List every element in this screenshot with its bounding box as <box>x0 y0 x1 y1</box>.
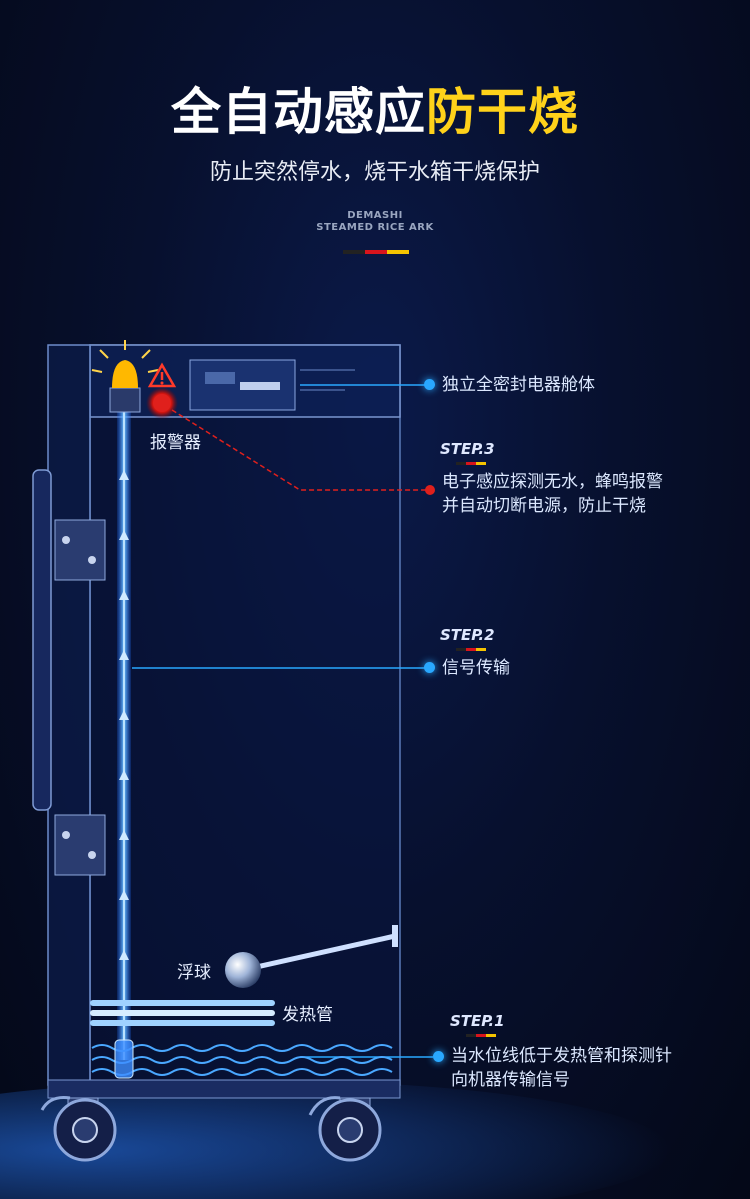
float-ball <box>225 952 261 988</box>
signal-arrows <box>119 470 129 960</box>
step3-text: 电子感应探测无水，蜂鸣报警 并自动切断电源，防止干烧 <box>442 470 663 518</box>
water-waves <box>91 1044 393 1076</box>
step3-line2: 并自动切断电源，防止干烧 <box>442 496 646 516</box>
step1-flag-bar <box>466 1034 496 1037</box>
door-handle <box>32 469 52 811</box>
wheel-right <box>308 1096 382 1162</box>
heating-tubes <box>90 1000 275 1026</box>
step2-text: 信号传输 <box>442 658 510 678</box>
step1-label: STEP.1 <box>450 1012 505 1030</box>
step3-label: STEP.3 <box>440 440 495 458</box>
heating-tube-label: 发热管 <box>282 1005 333 1025</box>
step2-flag-bar <box>456 648 486 651</box>
page-subtitle: 防止突然停水，烧干水箱干烧保护 <box>209 160 540 185</box>
step1-line2: 向机器传输信号 <box>451 1070 570 1090</box>
step3-line1: 电子感应探测无水，蜂鸣报警 <box>442 472 663 492</box>
step2-label: STEP.2 <box>440 626 495 644</box>
brand-name: DEMASHI <box>347 210 403 221</box>
alarm-connector-line <box>171 409 428 491</box>
title-main: 全自动感应 <box>171 83 426 141</box>
float-arm <box>251 933 396 971</box>
cabin-callout-dot <box>424 379 435 390</box>
step2-callout-dot <box>424 662 435 673</box>
step1-callout-dot <box>433 1051 444 1062</box>
float-ball-label: 浮球 <box>177 963 211 983</box>
sealed-cabin-callout: 独立全密封电器舱体 <box>442 375 595 395</box>
step1-text: 当水位线低于发热管和探测针 向机器传输信号 <box>451 1044 672 1092</box>
step1-line1: 当水位线低于发热管和探测针 <box>451 1046 672 1066</box>
step3-flag-bar <box>456 462 486 465</box>
page-title: 全自动感应防干烧 <box>0 80 750 144</box>
brand-block: DEMASHI STEAMED RICE ARK <box>0 210 750 234</box>
water-probe <box>114 1039 134 1079</box>
warning-triangle-icon <box>147 362 177 388</box>
alarm-label: 报警器 <box>150 433 201 453</box>
wheel-left <box>40 1096 117 1162</box>
beacon-light <box>91 340 159 413</box>
cabinet-door <box>47 344 91 1086</box>
cabinet-base <box>47 1079 401 1099</box>
brand-flag-bar <box>343 250 409 254</box>
title-highlight: 防干烧 <box>426 83 579 141</box>
brand-tagline: STEAMED RICE ARK <box>316 222 434 233</box>
